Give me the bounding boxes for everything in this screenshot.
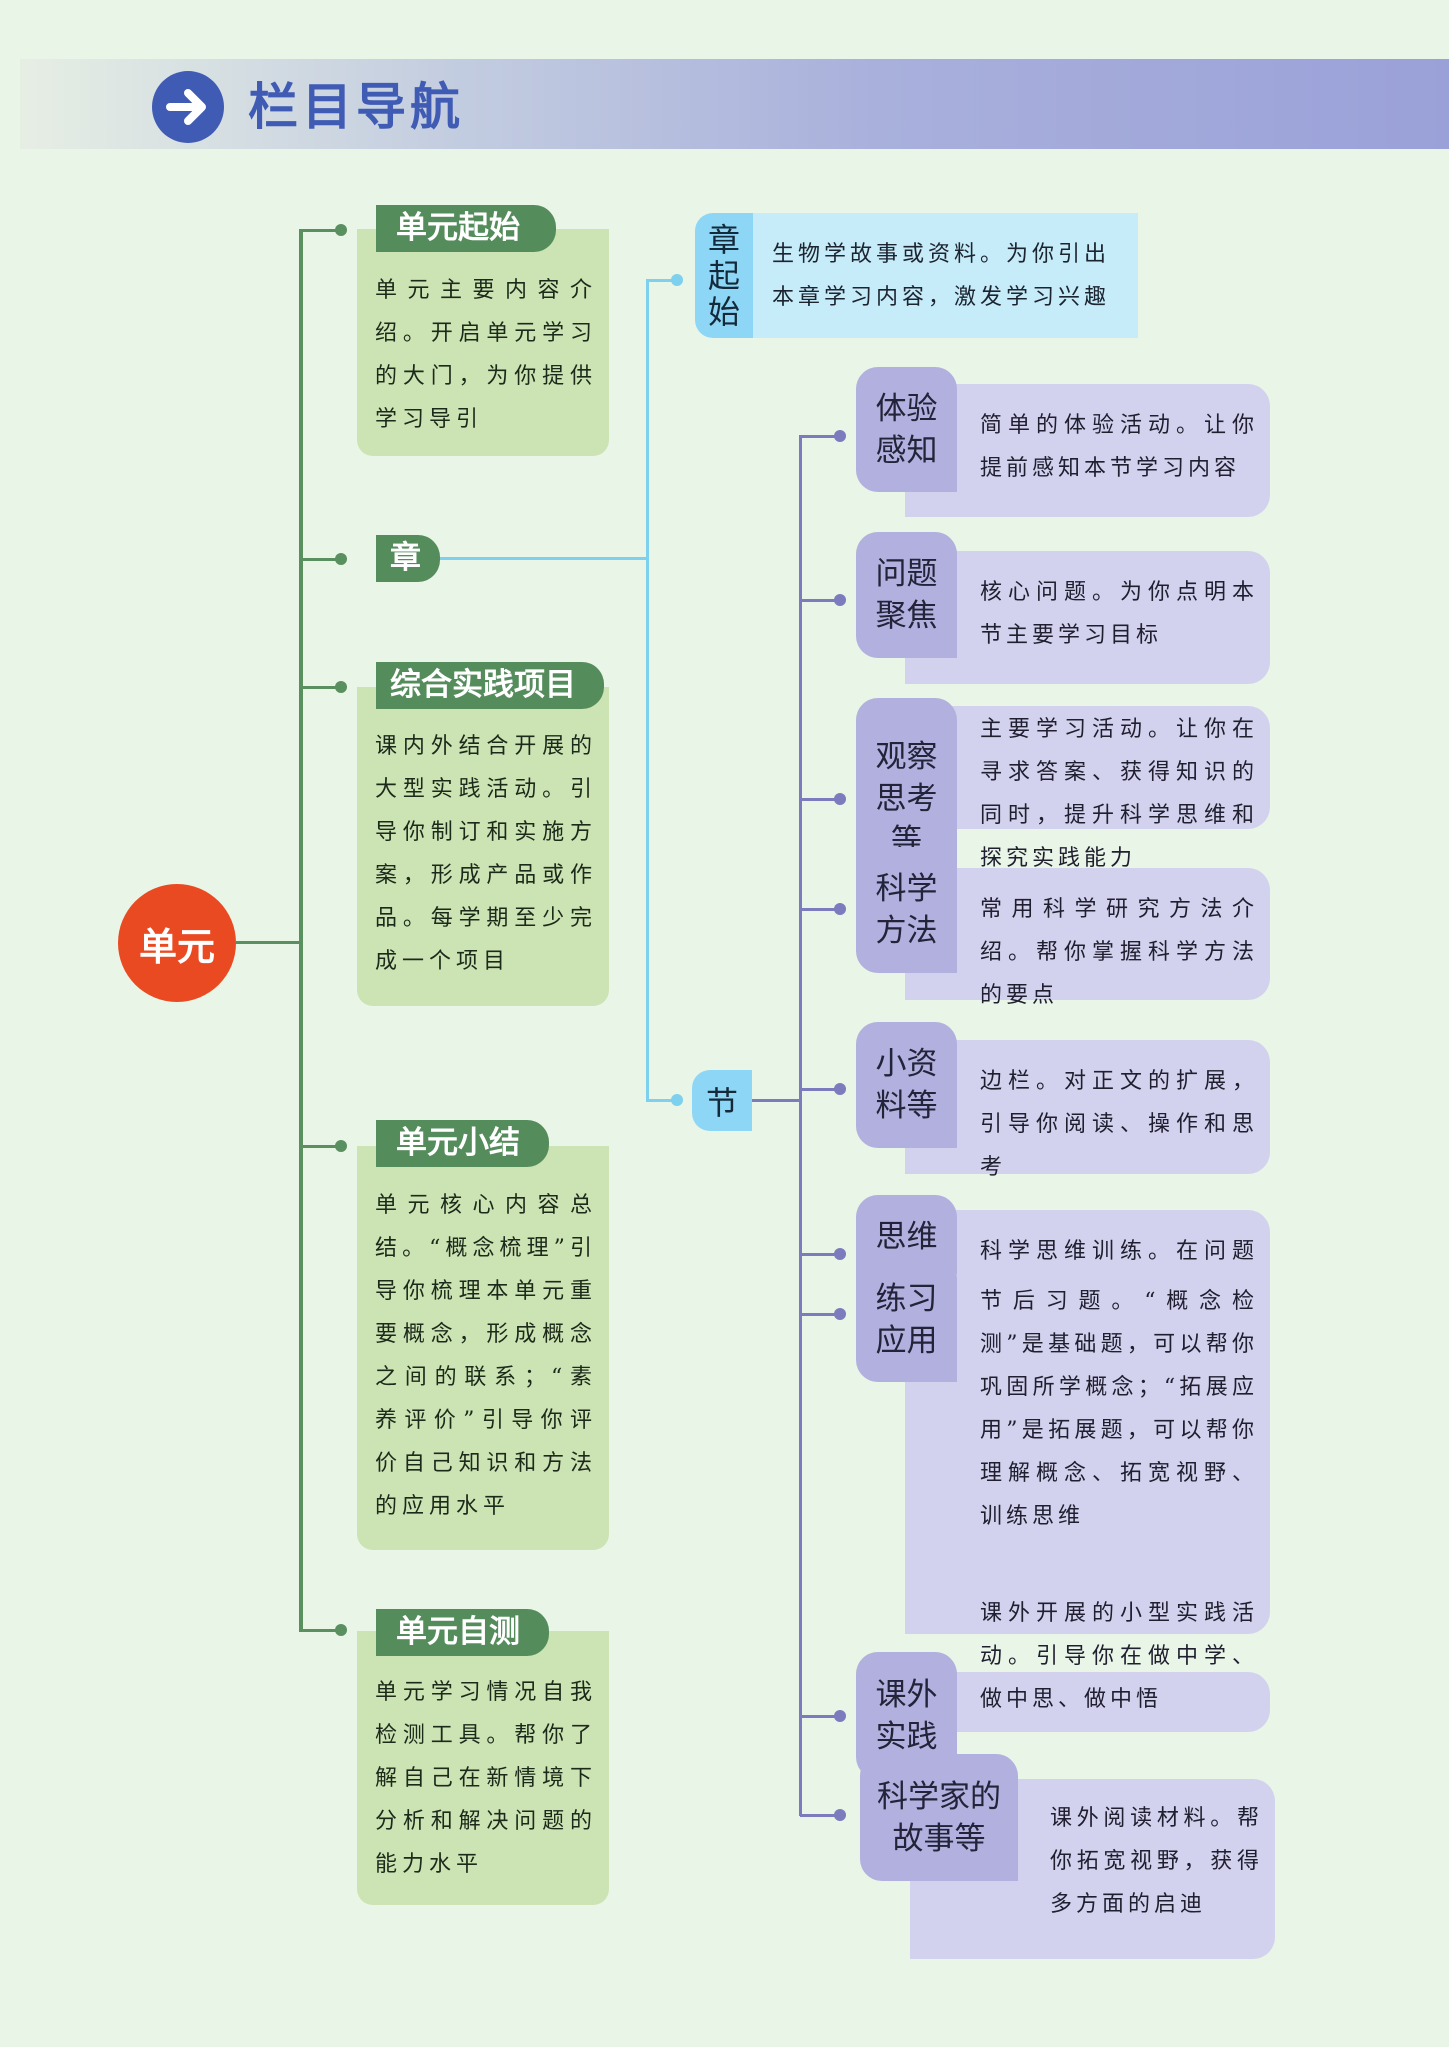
section-item-tag: 练习应用 [856, 1257, 957, 1382]
section-item-box: 边栏。对正文的扩展，引导你阅读、操作和思考 [905, 1040, 1270, 1180]
section-item-description: 边栏。对正文的扩展，引导你阅读、操作和思考 [980, 1069, 1258, 1180]
section-branch-line [800, 1088, 840, 1091]
chapter-branch-dot [671, 1094, 683, 1106]
section-item-description: 节后习题。“概念检测”是基础题，可以帮你巩固所学概念；“拓展应用”是拓展题，可以… [980, 1289, 1258, 1529]
page-title: 栏目导航 [248, 77, 464, 136]
branch-line [299, 686, 341, 689]
section-branch-dot [834, 793, 846, 805]
root-connector-line [236, 941, 302, 944]
practice-project-box: 课内外结合开展的大型实践活动。引导你制订和实施方案，形成产品或作品。每学期至少完… [357, 687, 609, 1006]
section-trunk-line [799, 435, 802, 1816]
section-item-box: 简单的体验活动。让你提前感知本节学习内容 [905, 384, 1270, 517]
branch-line [299, 558, 341, 561]
branch-dot [335, 1624, 347, 1636]
section-item-tag: 问题聚焦 [856, 532, 957, 658]
chapter-start-description: 生物学故事或资料。为你引出本章学习内容，激发学习兴趣 [772, 242, 1111, 310]
arrow-right-circle-icon [152, 71, 224, 143]
branch-dot [335, 553, 347, 565]
section-branch-dot [834, 430, 846, 442]
unit-summary-tag: 单元小结 [376, 1120, 549, 1167]
section-item-description: 主要学习活动。让你在寻求答案、获得知识的同时，提升科学思维和探究实践能力 [980, 717, 1258, 871]
section-item-description: 常用科学研究方法介绍。帮你掌握科学方法的要点 [980, 897, 1258, 1008]
unit-start-tag: 单元起始 [376, 205, 556, 252]
section-item-description: 课外阅读材料。帮你拓宽视野，获得多方面的启迪 [1050, 1806, 1263, 1917]
unit-summary-description: 单元核心内容总结。“概念梳理”引导你梳理本单元重要概念，形成概念之间的联系；“素… [375, 1193, 597, 1519]
chapter-connector-line [440, 557, 649, 560]
unit-start-box: 单元主要内容介绍。开启单元学习的大门，为你提供学习导引 [357, 229, 609, 456]
section-branch-line [800, 1715, 840, 1718]
section-item-tag: 观察思考等 [856, 698, 957, 900]
section-item-tag: 体验感知 [856, 367, 957, 492]
section-branch-dot [834, 1083, 846, 1095]
unit-self-test-box: 单元学习情况自我检测工具。帮你了解自己在新情境下分析和解决问题的能力水平 [357, 1631, 609, 1905]
section-item-tag: 小资料等 [856, 1022, 957, 1148]
section-branch-dot [834, 1248, 846, 1260]
section-item-box: 课外开展的小型实践活动。引导你在做中学、做中思、做中悟 [905, 1592, 1270, 1732]
chapter-branch-dot [671, 274, 683, 286]
section-item-description: 课外开展的小型实践活动。引导你在做中学、做中思、做中悟 [980, 1601, 1258, 1712]
root-node-unit: 单元 [118, 884, 236, 1002]
section-item-label: 课外实践 [875, 1676, 938, 1755]
branch-dot [335, 224, 347, 236]
section-branch-dot [834, 1809, 846, 1821]
section-item-tag: 科学方法 [856, 847, 957, 973]
unit-start-description: 单元主要内容介绍。开启单元学习的大门，为你提供学习导引 [375, 278, 597, 432]
section-item-box: 节后习题。“概念检测”是基础题，可以帮你巩固所学概念；“拓展应用”是拓展题，可以… [905, 1274, 1270, 1634]
section-branch-line [800, 1253, 840, 1256]
unit-trunk-line [299, 229, 303, 1632]
section-connector-line [752, 1099, 802, 1102]
branch-line [299, 1629, 341, 1632]
section-branch-line [800, 1814, 840, 1817]
section-branch-line [800, 908, 840, 911]
practice-project-description: 课内外结合开展的大型实践活动。引导你制订和实施方案，形成产品或作品。每学期至少完… [375, 734, 597, 974]
section-branch-line [800, 435, 840, 438]
section-item-description: 核心问题。为你点明本节主要学习目标 [980, 580, 1258, 648]
section-branch-line [800, 1313, 840, 1316]
branch-dot [335, 681, 347, 693]
section-item-label: 问题聚焦 [875, 556, 938, 634]
unit-summary-box: 单元核心内容总结。“概念梳理”引导你梳理本单元重要概念，形成概念之间的联系；“素… [357, 1146, 609, 1550]
section-item-label: 小资料等 [875, 1046, 938, 1124]
section-branch-line [800, 798, 840, 801]
chapter-start-tag: 章起始 [695, 213, 753, 338]
section-item-box: 核心问题。为你点明本节主要学习目标 [905, 551, 1270, 684]
section-item-box: 主要学习活动。让你在寻求答案、获得知识的同时，提升科学思维和探究实践能力 [905, 706, 1270, 871]
header-banner [20, 59, 1449, 149]
section-branch-line [800, 599, 840, 602]
branch-line [299, 229, 341, 232]
section-item-box: 常用科学研究方法介绍。帮你掌握科学方法的要点 [905, 868, 1270, 1008]
section-item-label: 科学方法 [875, 871, 938, 949]
chapter-tag: 章 [376, 535, 440, 582]
section-item-description: 简单的体验活动。让你提前感知本节学习内容 [980, 413, 1258, 481]
section-branch-dot [834, 1308, 846, 1320]
section-branch-dot [834, 594, 846, 606]
chapter-branch-line [646, 1099, 676, 1102]
section-branch-dot [834, 903, 846, 915]
branch-dot [335, 1140, 347, 1152]
section-tag: 节 [692, 1070, 752, 1131]
unit-self-test-description: 单元学习情况自我检测工具。帮你了解自己在新情境下分析和解决问题的能力水平 [375, 1680, 597, 1877]
section-item-label: 体验感知 [875, 390, 938, 469]
section-item-tag: 课外实践 [856, 1652, 957, 1779]
branch-line [299, 1145, 341, 1148]
practice-project-tag: 综合实践项目 [376, 662, 604, 709]
chapter-branch-line [646, 279, 676, 282]
chapter-start-label: 章起始 [707, 220, 740, 331]
section-item-label: 科学家的故事等 [877, 1778, 1001, 1857]
chapter-start-box: 生物学故事或资料。为你引出本章学习内容，激发学习兴趣 [750, 213, 1138, 338]
chapter-trunk-line [646, 279, 649, 1102]
section-branch-dot [834, 1710, 846, 1722]
unit-self-test-tag: 单元自测 [376, 1609, 549, 1656]
section-item-label: 观察思考等 [875, 739, 938, 859]
section-item-label: 练习应用 [875, 1280, 938, 1359]
section-item-tag: 科学家的故事等 [860, 1754, 1018, 1881]
